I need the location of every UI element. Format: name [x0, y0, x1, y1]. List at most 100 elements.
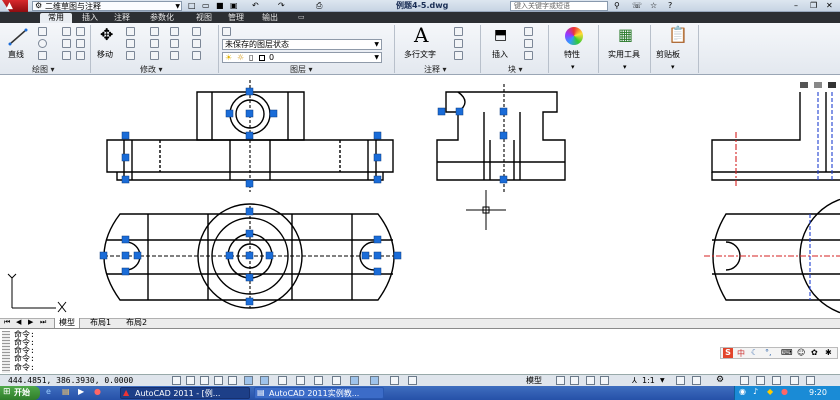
layer-properties-icon[interactable] — [222, 27, 231, 36]
punctuation-icon[interactable]: °, — [765, 348, 772, 357]
ribbon-minimize-icon[interactable]: ▭ — [298, 13, 305, 21]
user-icon[interactable]: ☺ — [797, 348, 806, 357]
search-icon[interactable]: ⚲ — [614, 1, 620, 10]
ime-toolbar[interactable]: S 中 ☾ °, ⌨ ☺ ✿ ✱ — [720, 347, 838, 359]
save-as-icon[interactable]: ▣ — [230, 1, 238, 10]
quicklaunch-ie-icon[interactable]: e — [46, 387, 51, 396]
drawing-canvas[interactable] — [0, 76, 840, 318]
annotation-monitor-toggle[interactable] — [408, 376, 417, 385]
point-icon[interactable] — [76, 39, 85, 48]
annotation-visibility-toggle[interactable] — [676, 376, 685, 385]
tab-layout1[interactable]: 布局1 — [90, 318, 112, 327]
ortho-toggle[interactable] — [214, 376, 223, 385]
redo-icon[interactable]: ↷ — [278, 1, 285, 10]
transparency-toggle[interactable] — [350, 376, 359, 385]
properties-button[interactable]: 特性 ▾ — [556, 25, 594, 73]
panel-draw-label[interactable]: 绘图 ▾ — [32, 65, 55, 74]
command-prompt[interactable]: 命令: — [14, 363, 35, 372]
open-icon[interactable]: ▭ — [202, 1, 210, 10]
polar-toggle[interactable] — [228, 376, 237, 385]
tab-parametric[interactable]: 参数化 — [150, 13, 174, 22]
panel-annotation-label[interactable]: 注释 ▾ — [424, 65, 447, 74]
hardware-acceleration-toggle[interactable] — [756, 376, 765, 385]
isolate-objects-toggle[interactable] — [772, 376, 781, 385]
coordinate-readout[interactable]: 444.4851, 386.3930, 0.0000 — [8, 376, 134, 385]
tab-manage[interactable]: 管理 — [228, 13, 244, 22]
line-tool-button[interactable]: 直线 — [4, 25, 32, 63]
model-space-label[interactable]: 模型 — [526, 376, 542, 385]
rectangle-icon[interactable] — [62, 27, 71, 36]
create-block-icon[interactable] — [524, 27, 533, 36]
polyline-icon[interactable] — [38, 27, 47, 36]
scale-icon[interactable] — [150, 51, 159, 60]
quicklaunch-explorer-icon[interactable]: ▤ — [62, 387, 70, 396]
favorites-star-icon[interactable]: ☆ — [650, 1, 658, 10]
taskbar-item-autocad-drawing[interactable]: ▲ AutoCAD 2011 - [例... — [120, 387, 250, 399]
zoom-button[interactable] — [600, 376, 609, 385]
offset-icon[interactable] — [170, 51, 179, 60]
annotation-scale-value[interactable]: 1:1 — [642, 376, 655, 385]
communication-center-icon[interactable]: ☏ — [632, 1, 643, 10]
quicklaunch-app-icon[interactable]: ● — [94, 387, 101, 396]
ellipse-icon[interactable] — [76, 27, 85, 36]
minimize-icon[interactable]: – — [794, 1, 798, 10]
dimension-icon[interactable] — [454, 27, 463, 36]
viewport-controls[interactable] — [800, 82, 836, 88]
region-icon[interactable] — [62, 51, 71, 60]
tab-annotate[interactable]: 注释 — [114, 13, 130, 22]
explode-icon[interactable] — [192, 39, 201, 48]
print-icon[interactable]: ⎙ — [316, 1, 323, 10]
circle-icon[interactable] — [38, 39, 47, 48]
next-tab-icon[interactable]: ▶ — [28, 318, 34, 326]
block-attribute-icon[interactable] — [524, 51, 533, 60]
osnap-toggle[interactable] — [244, 376, 253, 385]
workspace-dropdown[interactable]: ⚙ 二维草图与注释 ▼ — [32, 1, 182, 11]
new-icon[interactable]: □ — [188, 1, 196, 10]
partial-view-right-top[interactable] — [711, 92, 840, 181]
copy-icon[interactable] — [170, 27, 179, 36]
utilities-button[interactable]: ▦ 实用工具 ▾ — [604, 25, 648, 73]
edit-block-icon[interactable] — [524, 39, 533, 48]
annotation-scale-icon[interactable]: ⅄ — [632, 376, 637, 385]
move-tool-button[interactable]: ✥ 移动 — [94, 25, 122, 63]
tab-layout2[interactable]: 布局2 — [126, 318, 148, 327]
stretch-icon[interactable] — [126, 51, 135, 60]
mirror-icon[interactable] — [126, 39, 135, 48]
join-icon[interactable] — [192, 51, 201, 60]
workspace-switch-icon[interactable]: ⚙ — [716, 375, 725, 385]
save-icon[interactable]: ■ — [216, 1, 224, 10]
insert-block-button[interactable]: ⬒ 插入 — [484, 25, 520, 63]
chinese-mode-icon[interactable]: 中 — [737, 349, 745, 358]
multileader-icon[interactable] — [454, 39, 463, 48]
snap-toggle[interactable] — [186, 376, 195, 385]
help-icon[interactable]: ? — [668, 1, 673, 10]
infer-constraints-toggle[interactable] — [172, 376, 181, 385]
last-tab-icon[interactable]: ⏭ — [40, 318, 47, 326]
tray-app-icon[interactable]: ● — [781, 387, 788, 396]
tray-network-icon[interactable]: ◉ — [739, 387, 746, 396]
layer-dropdown[interactable]: ☀ ☼ ▯ 0 ▼ — [222, 52, 382, 63]
panel-layers-label[interactable]: 图层 ▾ — [290, 65, 313, 74]
quick-properties-toggle[interactable] — [370, 376, 379, 385]
pan-button[interactable] — [586, 376, 595, 385]
quicklaunch-media-icon[interactable]: ▶ — [78, 387, 85, 396]
panel-modify-label[interactable]: 修改 ▾ — [140, 65, 163, 74]
lock-ui-toggle[interactable] — [740, 376, 749, 385]
layer-state-dropdown[interactable]: 未保存的图层状态 ▼ — [222, 39, 382, 50]
clock[interactable]: 9:20 — [809, 388, 827, 397]
trim-icon[interactable] — [150, 27, 159, 36]
auto-scale-toggle[interactable] — [692, 376, 701, 385]
taskbar-item-autocad-tutorial[interactable]: ▤ AutoCAD 2011实例教... — [254, 387, 384, 399]
grid-toggle[interactable] — [200, 376, 209, 385]
ducs-toggle[interactable] — [296, 376, 305, 385]
erase-icon[interactable] — [192, 27, 201, 36]
selection-grips[interactable] — [99, 87, 508, 306]
3d-osnap-toggle[interactable] — [260, 376, 269, 385]
sogou-s-icon[interactable]: S — [723, 348, 733, 358]
command-window[interactable]: 命令: 命令: 命令: 命令: 命令: S 中 ☾ °, ⌨ ☺ ✿ ✱ — [0, 328, 840, 374]
panel-block-label[interactable]: 块 ▾ — [508, 65, 523, 74]
drawing-svg[interactable] — [0, 76, 840, 318]
tools-icon[interactable]: ✱ — [825, 348, 832, 357]
first-tab-icon[interactable]: ⏮ — [4, 318, 11, 326]
moon-icon[interactable]: ☾ — [751, 348, 759, 357]
